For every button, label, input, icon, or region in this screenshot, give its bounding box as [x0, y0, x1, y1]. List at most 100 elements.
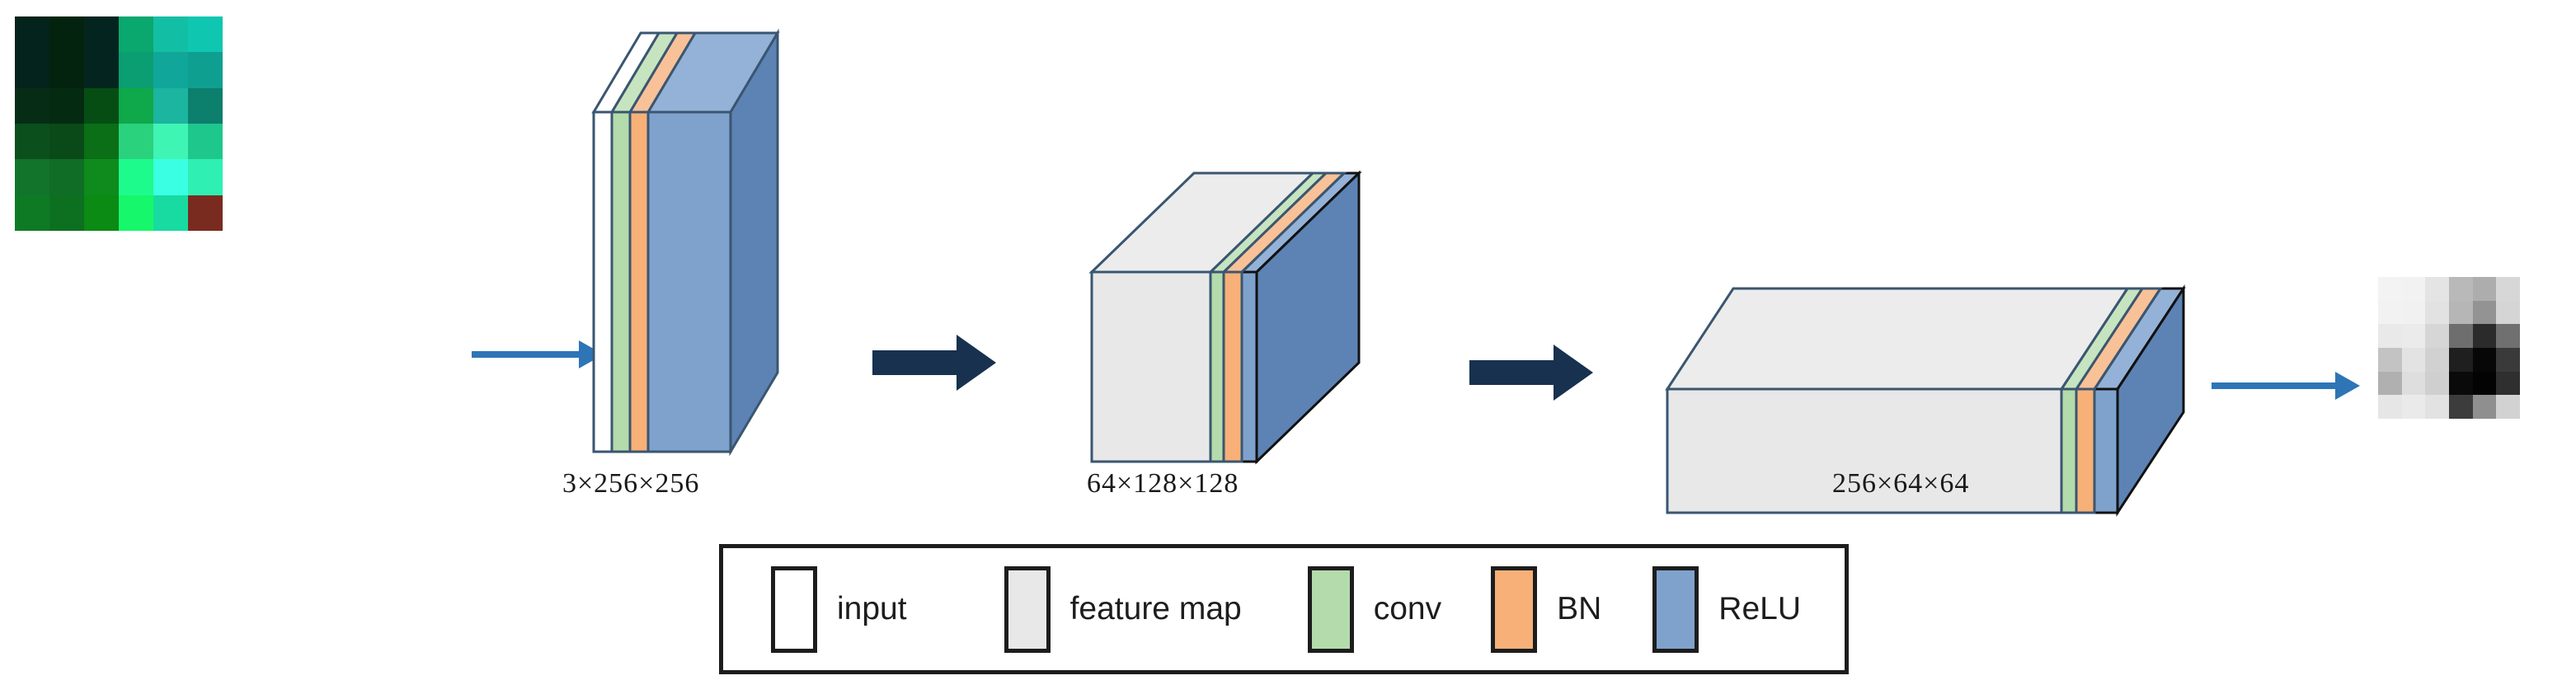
legend-label: BN: [1557, 591, 1602, 626]
pixel-3-0: [15, 123, 49, 160]
pixel-1-3: [2448, 300, 2473, 325]
pixel-3-4: [153, 123, 188, 160]
legend-swatch-bn: [1491, 565, 1538, 653]
pixel-0-3: [119, 16, 153, 53]
pixel-4-0: [2378, 371, 2402, 396]
layer-bn-block3: [2074, 287, 2163, 514]
layer-feature-map-block3: [1665, 287, 2130, 514]
pixel-0-5: [188, 16, 223, 53]
arrow-shaft: [1469, 360, 1558, 385]
legend-item-conv: conv: [1307, 565, 1442, 653]
pixel-4-5: [2496, 371, 2520, 396]
layer-relu-block2: [1239, 170, 1362, 465]
layer-input-block1: [591, 31, 661, 453]
layer-relu-block3: [2092, 284, 2186, 518]
pixel-4-0: [15, 159, 49, 195]
pixel-3-4: [2472, 347, 2497, 372]
legend-swatch-feature-map: [1004, 565, 1051, 653]
pixel-3-2: [84, 123, 119, 160]
pixel-5-0: [15, 195, 49, 231]
pixel-4-4: [153, 159, 188, 195]
pixel-2-3: [119, 87, 153, 124]
pixel-3-3: [2448, 347, 2473, 372]
pixel-2-1: [49, 87, 84, 124]
legend-item-bn: BN: [1491, 565, 1602, 653]
pixel-4-1: [49, 159, 84, 195]
layer-conv-block3: [2059, 287, 2145, 514]
layer-bn-block2: [1220, 171, 1347, 463]
pixel-2-2: [2425, 324, 2449, 348]
pixel-2-0: [2378, 324, 2402, 348]
pixel-1-2: [2425, 300, 2449, 325]
pixel-4-2: [2425, 371, 2449, 396]
pixel-2-0: [15, 87, 49, 124]
pixel-1-1: [2401, 300, 2426, 325]
arrow-shaft: [872, 350, 961, 375]
pixel-0-5: [2496, 277, 2520, 301]
pixel-1-0: [15, 52, 49, 88]
pixel-1-5: [2496, 300, 2520, 325]
pixel-3-1: [49, 123, 84, 160]
pixel-0-0: [2378, 277, 2402, 301]
pixel-2-4: [153, 87, 188, 124]
layer-conv-block2: [1207, 171, 1329, 463]
pixel-5-2: [2425, 395, 2449, 419]
pixel-2-5: [188, 87, 223, 124]
pixel-0-1: [49, 16, 84, 53]
legend-swatch-conv: [1307, 565, 1354, 653]
pixel-4-5: [188, 159, 223, 195]
pixel-0-2: [2425, 277, 2449, 301]
pixel-5-5: [188, 195, 223, 231]
pixel-5-4: [153, 195, 188, 231]
pixel-0-4: [153, 16, 188, 53]
legend-swatch-relu: [1652, 565, 1699, 653]
legend-item-feature-map: feature map: [1004, 565, 1242, 653]
pixel-4-1: [2401, 371, 2426, 396]
input-rgb-image: [15, 16, 223, 231]
legend-item-input: input: [771, 565, 907, 653]
pixel-3-5: [2496, 347, 2520, 372]
legend-label: ReLU: [1718, 591, 1801, 626]
legend-item-relu: ReLU: [1652, 565, 1801, 653]
dim-label-block-3: 256×64×64: [1832, 468, 1970, 499]
dim-label-block-1: 3×256×256: [562, 468, 700, 499]
pixel-4-4: [2472, 371, 2497, 396]
arrow-head: [1554, 345, 1593, 401]
pixel-5-4: [2472, 395, 2497, 419]
pixel-3-2: [2425, 347, 2449, 372]
legend-box: input feature map conv BN ReLU: [719, 544, 1849, 674]
pixel-0-2: [84, 16, 119, 53]
pixel-0-1: [2401, 277, 2426, 301]
pixel-1-2: [84, 52, 119, 88]
dim-label-block-2: 64×128×128: [1087, 468, 1239, 499]
pixel-4-3: [2448, 371, 2473, 396]
pixel-2-4: [2472, 324, 2497, 348]
pixel-3-5: [188, 123, 223, 160]
pixel-5-5: [2496, 395, 2520, 419]
pixel-5-2: [84, 195, 119, 231]
pixel-5-1: [2401, 395, 2426, 419]
arrow-head: [957, 335, 996, 391]
layer-relu-block1: [646, 28, 780, 457]
block-stage-3: [1649, 264, 2210, 518]
pixel-5-3: [119, 195, 153, 231]
legend-label: conv: [1373, 591, 1442, 626]
pixel-2-5: [2496, 324, 2520, 348]
pixel-3-1: [2401, 347, 2426, 372]
layer-feature-map-block2: [1088, 171, 1316, 463]
legend-label: input: [837, 591, 907, 626]
output-grayscale-feature-image: [2378, 277, 2520, 419]
pixel-1-0: [2378, 300, 2402, 325]
pixel-1-4: [153, 52, 188, 88]
pixel-5-3: [2448, 395, 2473, 419]
legend-swatch-input: [771, 565, 817, 653]
block-stage-1: [577, 16, 792, 462]
pixel-3-3: [119, 123, 153, 160]
pixel-2-1: [2401, 324, 2426, 348]
pixel-1-5: [188, 52, 223, 88]
arrow-head: [2335, 372, 2360, 400]
pixel-5-1: [49, 195, 84, 231]
pixel-0-3: [2448, 277, 2473, 301]
pixel-1-3: [119, 52, 153, 88]
